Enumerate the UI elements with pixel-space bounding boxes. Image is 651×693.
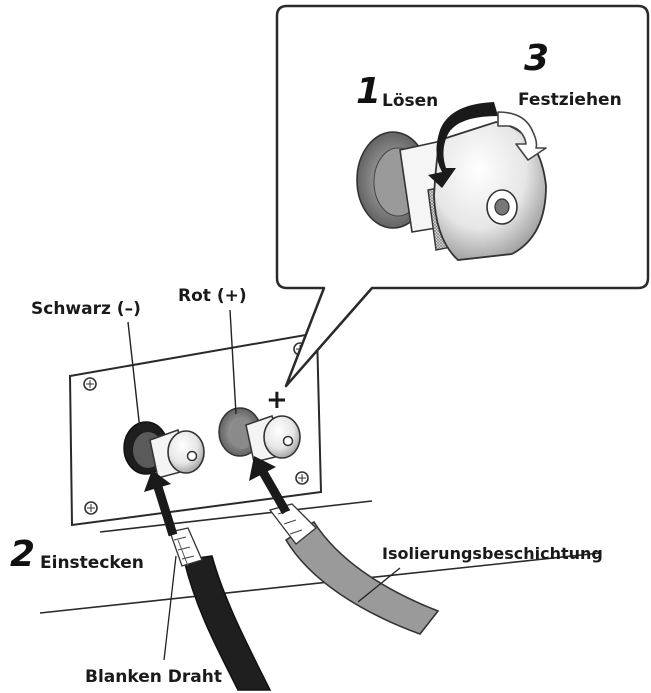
red-terminal <box>218 407 301 463</box>
insert-arrow-icon <box>144 470 178 537</box>
magnified-terminal <box>356 121 547 261</box>
plate-screw-icon <box>83 377 97 391</box>
bare-wire-label: Blanken Draht <box>85 667 222 687</box>
step3-number: 3 <box>524 38 549 79</box>
step3-label: Festziehen <box>518 90 622 110</box>
plate-screw-icon <box>295 471 309 485</box>
step1-label: Lösen <box>382 91 438 111</box>
black-cable <box>169 527 272 691</box>
insert-arrow-icon <box>249 456 290 515</box>
surface-lines <box>39 500 601 614</box>
loosen-arrow-icon <box>428 102 498 188</box>
step2-label: Einstecken <box>40 553 144 573</box>
tighten-arrow-icon <box>497 111 547 161</box>
gray-cable <box>268 503 440 635</box>
black-terminal-label: Schwarz (–) <box>31 299 141 319</box>
zoom-callout: 1 Lösen 3 Festziehen <box>275 4 650 388</box>
step1-number: 1 <box>356 71 381 112</box>
terminal-leader-lines <box>127 309 237 431</box>
black-terminal <box>123 421 205 479</box>
plate-screw-icon <box>84 501 98 515</box>
wire-leader-lines <box>163 555 401 661</box>
step2-number: 2 <box>10 534 35 575</box>
plate-plus-mark: + <box>266 385 288 415</box>
red-terminal-label: Rot (+) <box>178 286 247 306</box>
insulation-label: Isolierungsbeschichtung <box>382 544 603 563</box>
